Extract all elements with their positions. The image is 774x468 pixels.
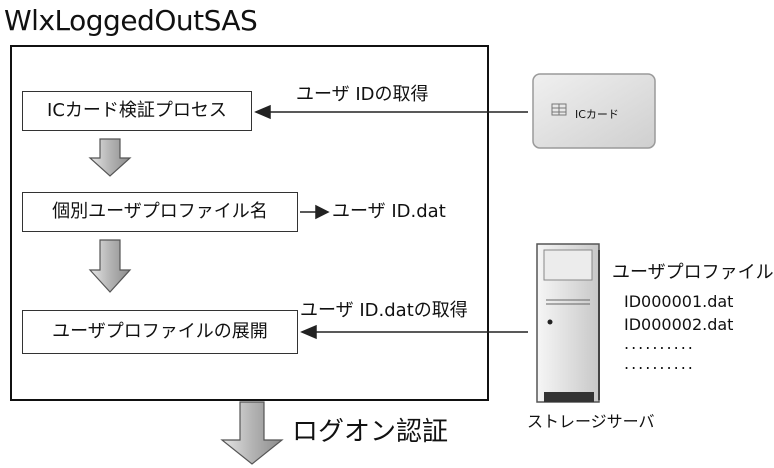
label-get-user-id: ユーザ IDの取得 xyxy=(296,84,429,105)
arrow-from-card xyxy=(254,104,528,120)
ic-card-icon xyxy=(532,73,656,149)
label-logon-auth: ログオン認証 xyxy=(292,417,449,447)
profile-file-1: ID000001.dat xyxy=(624,292,734,311)
label-user-id-dat: ユーザ ID.dat xyxy=(332,201,446,222)
down-arrow-2 xyxy=(88,239,132,293)
wlx-logged-out-sas-frame xyxy=(10,45,489,401)
diagram-title: WlxLoggedOutSAS xyxy=(4,4,258,37)
profile-file-2: ID000002.dat xyxy=(624,315,734,334)
logon-arrow xyxy=(220,401,284,465)
storage-server-label: ストレージサーバ xyxy=(527,412,655,431)
step-user-profile-name: 個別ユーザプロファイル名 xyxy=(22,192,298,232)
label-get-user-id-dat: ユーザ ID.datの取得 xyxy=(300,300,468,321)
storage-server-icon xyxy=(536,243,600,403)
profile-ellipsis-1: .......... xyxy=(624,334,695,353)
profile-list-heading: ユーザプロファイル xyxy=(612,262,774,283)
ic-card-label: ICカード xyxy=(575,108,619,121)
arrow-to-user-id-dat xyxy=(300,204,330,220)
step-profile-deploy: ユーザプロファイルの展開 xyxy=(22,310,298,354)
profile-ellipsis-2: .......... xyxy=(624,354,695,373)
down-arrow-1 xyxy=(88,138,132,177)
arrow-from-server xyxy=(300,324,528,340)
step-ic-card-verification: ICカード検証プロセス xyxy=(22,91,252,131)
